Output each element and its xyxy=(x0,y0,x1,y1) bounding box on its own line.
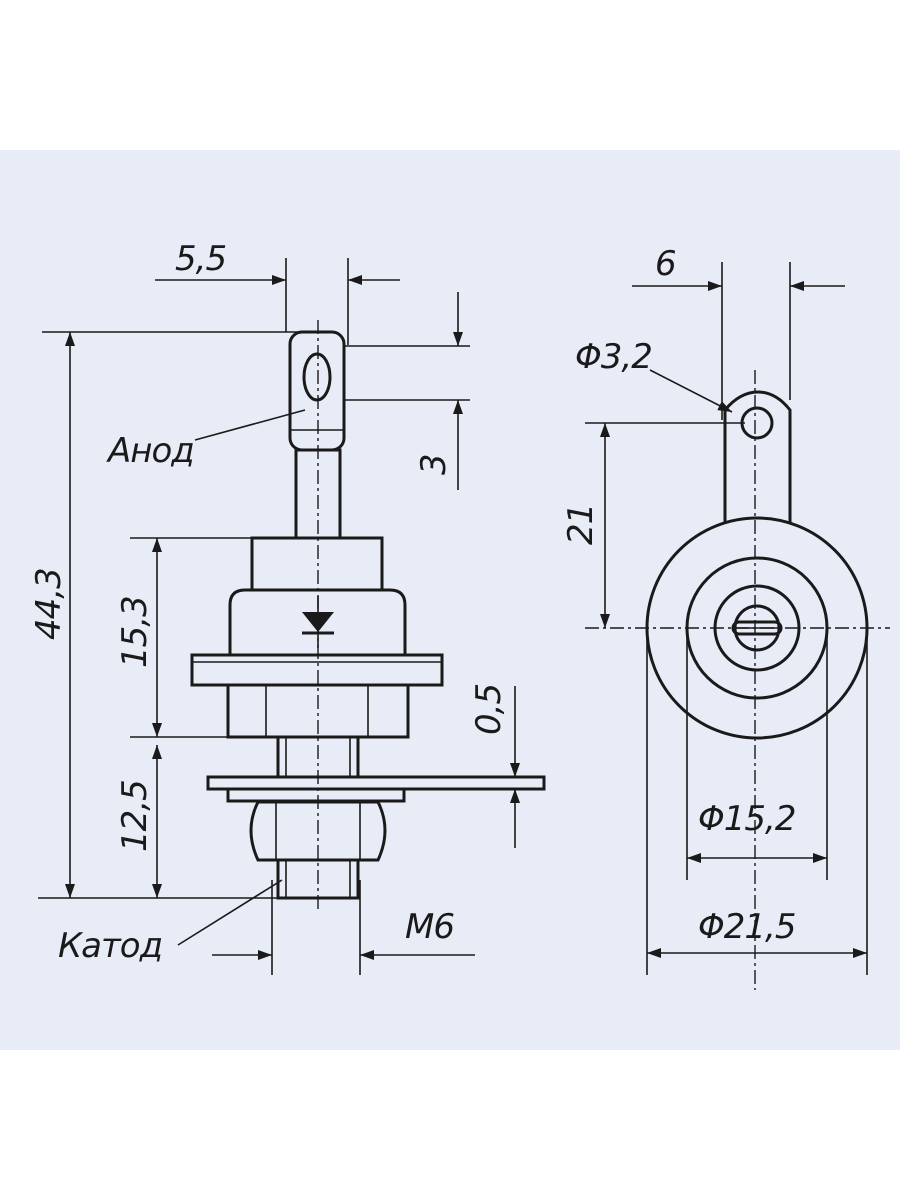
front-core-circle xyxy=(713,584,801,672)
dim-outer-diameter-label: Φ21,5 xyxy=(698,907,795,947)
diode-symbol xyxy=(302,596,334,648)
nut xyxy=(249,800,387,862)
side-view: 5,5 3 44,3 15,3 xyxy=(29,239,546,975)
dim-width-top: 5,5 xyxy=(155,239,400,345)
dim-body-height-label: 15,3 xyxy=(115,596,155,668)
body-main xyxy=(228,588,407,655)
anode-callout: Анод xyxy=(106,409,306,471)
dim-inner-diameter: Φ15,2 xyxy=(686,628,828,880)
dim-tab-width-label: 6 xyxy=(655,244,676,284)
dim-width-top-label: 5,5 xyxy=(175,239,226,279)
thread-end xyxy=(276,858,360,900)
front-terminal xyxy=(731,604,783,652)
dim-total-height-label: 44,3 xyxy=(29,568,69,640)
front-view: 6 Φ3,2 21 Φ15,2 xyxy=(561,244,890,990)
dim-thread-length: 12,5 xyxy=(115,745,162,898)
dim-hole-diameter-label: Φ3,2 xyxy=(575,337,652,377)
dim-hole-height-label: 3 xyxy=(414,454,454,475)
dim-outer-diameter: Φ21,5 xyxy=(646,628,868,975)
dim-body-height: 15,3 xyxy=(115,537,252,738)
dim-thread-size-label: М6 xyxy=(405,907,454,947)
dim-plate-thickness: 0,5 xyxy=(469,684,544,848)
dim-thread-length-label: 12,5 xyxy=(115,780,155,852)
dim-total-height: 44,3 xyxy=(29,331,300,899)
dim-tab-width: 6 xyxy=(632,244,845,420)
dim-hole-height: 3 xyxy=(344,292,470,490)
dim-center-to-hole: 21 xyxy=(561,422,745,628)
dim-inner-diameter-label: Φ15,2 xyxy=(698,799,795,839)
dim-plate-thickness-label: 0,5 xyxy=(469,684,509,735)
anode-label: Анод xyxy=(106,431,194,471)
dim-center-to-hole-label: 21 xyxy=(561,504,601,545)
cathode-callout: Катод xyxy=(58,879,283,966)
cathode-label: Катод xyxy=(58,926,162,966)
dim-hole-diameter: Φ3,2 xyxy=(575,337,733,413)
anode-lug-hole xyxy=(302,352,332,402)
dim-thread-size: М6 xyxy=(212,880,475,975)
drawing-background xyxy=(0,150,900,1050)
